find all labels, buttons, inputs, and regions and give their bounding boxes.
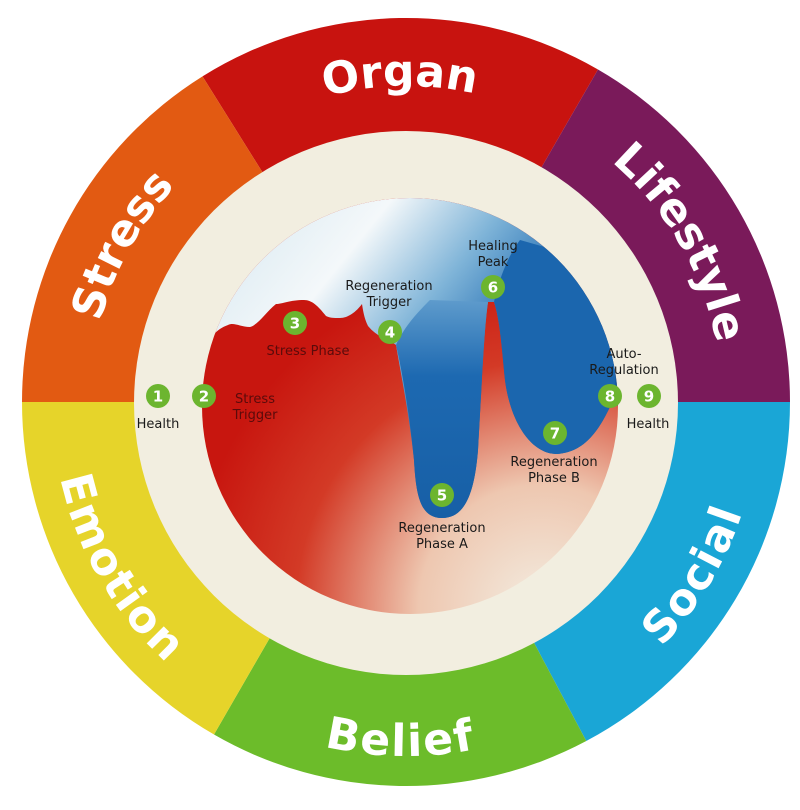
stage-label: Peak — [478, 255, 509, 270]
segment-social — [530, 402, 790, 742]
stage-number: 6 — [488, 279, 498, 297]
stage-badge — [543, 421, 567, 445]
stage-number: 2 — [199, 388, 209, 406]
regeneration-trough-b — [494, 240, 616, 454]
segment-lifestyle — [539, 69, 790, 403]
stage-badge — [378, 320, 402, 344]
stage-number: 8 — [605, 388, 615, 406]
segment-label-organ: Organ — [317, 46, 483, 107]
segment-emotion — [22, 402, 273, 735]
stage-label: Regeneration — [398, 521, 485, 536]
stage-number: 1 — [153, 388, 163, 406]
stage-label: Phase A — [416, 537, 468, 552]
stage-label: Regeneration — [510, 455, 597, 470]
stage-number: 5 — [437, 487, 447, 505]
stage-label: Trigger — [366, 295, 412, 310]
stage-badge — [283, 311, 307, 335]
stage-number: 9 — [644, 388, 654, 406]
segment-belief — [214, 632, 587, 786]
stage-label: Stress — [235, 392, 275, 407]
stage-label: Phase B — [528, 471, 580, 486]
stage-number: 7 — [550, 425, 560, 443]
stage-badge — [598, 384, 622, 408]
stage-badge — [192, 384, 216, 408]
stage-label: Regeneration — [345, 279, 432, 294]
segment-label-belief: Belief — [322, 708, 478, 768]
stage-badge — [430, 483, 454, 507]
segment-organ — [202, 18, 599, 177]
outer-ring — [22, 18, 790, 786]
regeneration-trough-a — [396, 300, 488, 518]
stage-label: Health — [627, 417, 670, 432]
stage-label: Healing — [468, 239, 517, 254]
stage-badge — [481, 275, 505, 299]
stage-badge — [146, 384, 170, 408]
stage-number: 4 — [385, 324, 395, 342]
stage-8: 8 Auto-Regulation — [589, 347, 659, 408]
stage-label: Auto- — [606, 347, 641, 362]
stage-label: Trigger — [232, 408, 278, 423]
inner-disc — [202, 198, 618, 614]
stage-label: Stress Phase — [267, 344, 350, 359]
stage-label: Health — [137, 417, 180, 432]
stage-label: Regulation — [589, 363, 658, 378]
stage-number: 3 — [290, 315, 300, 333]
stage-badge — [637, 384, 661, 408]
segment-stress — [22, 76, 266, 402]
